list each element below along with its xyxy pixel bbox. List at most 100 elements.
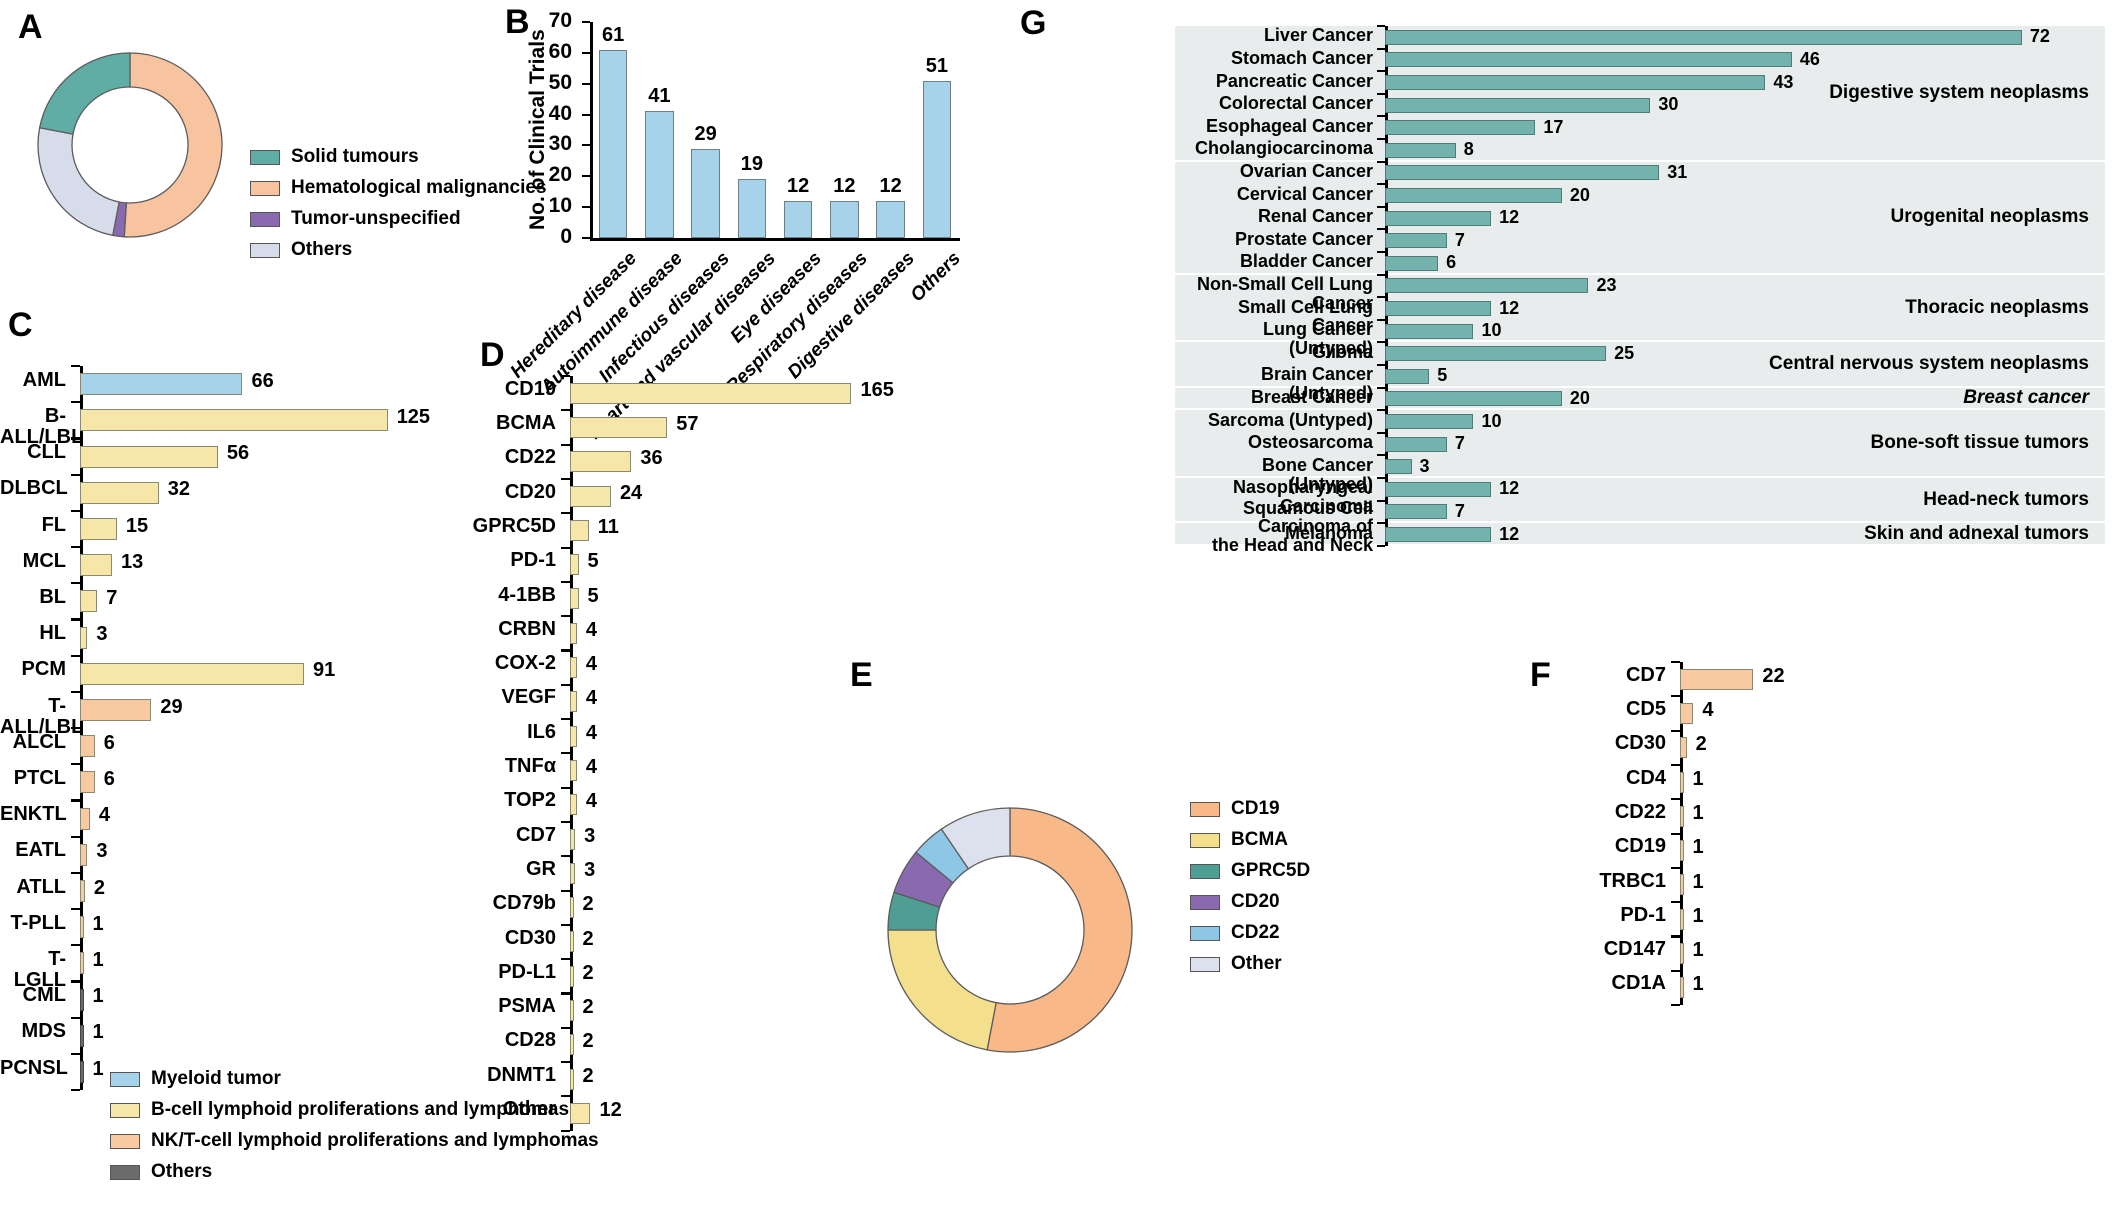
y-tick [1377,409,1385,412]
legend-swatch [1190,956,1220,972]
category-label: Squamous Cell Carcinoma of the Head and … [1211,497,1373,556]
y-tick [561,443,570,446]
y-tick-label: 60 [548,39,572,63]
legend-swatch [110,1071,140,1087]
y-tick [1671,798,1680,801]
y-tick-label: 30 [548,132,572,156]
bar [1385,278,1589,294]
y-tick [71,871,80,874]
category-label: Bladder Cancer [1239,251,1373,272]
legend-label: CD19 [1231,798,1280,819]
bar [1385,481,1492,497]
bar [570,382,852,404]
bar-value-label: 4 [585,756,597,779]
legend-label: NK/T-cell lymphoid proliferations and ly… [151,1130,599,1151]
y-tick [71,799,80,802]
y-tick [561,958,570,961]
bar-value-label: 4 [585,687,597,710]
bar [80,988,84,1011]
bar [1680,737,1687,759]
panel-e-label: E [850,656,873,694]
category-label: CD4 [1625,766,1666,789]
bar-value-label: 5 [587,550,599,573]
y-tick [1377,318,1385,321]
y-tick [1377,364,1385,366]
bar-value-label: 5 [587,584,599,607]
x-axis [590,238,960,241]
bar-value-label: 2 [93,876,106,899]
bar [1680,874,1684,896]
panel-a-donut-chart [0,0,260,260]
legend-swatch [1190,925,1220,941]
category-label: Nasopharyngeal Carcinoma [1232,477,1373,517]
bar-value-label: 1 [1692,767,1704,790]
bar [80,843,88,866]
legend-swatch [250,242,280,258]
legend-item: Solid tumours [250,146,547,168]
bar [570,794,577,816]
bar-value-label: 41 [648,85,671,108]
bar [1385,29,2022,45]
bar-value-label: 2 [582,927,594,950]
bar-value-label: 1 [1692,973,1704,996]
y-tick [71,1089,80,1092]
y-tick [1671,661,1680,664]
bar-value-label: 29 [694,122,717,145]
category-label: CD19 [504,377,556,400]
panel-a-label: A [18,8,43,46]
bar-value-label: 4 [1702,699,1714,722]
y-tick [71,365,80,368]
bar-value-label: 15 [125,514,149,537]
bar-value-label: 125 [396,405,431,428]
y-tick [582,144,590,147]
y-tick [582,237,590,239]
bar-value-label: 7 [1454,500,1465,521]
y-tick [561,889,570,892]
bar [1385,233,1447,249]
y-tick [561,683,570,686]
group-band-label: Thoracic neoplasms [1905,296,2089,318]
bar [80,735,95,758]
category-label: MDS [21,1020,66,1043]
bar [1680,702,1694,724]
y-tick [1377,160,1385,163]
bar [570,965,574,987]
bar [1385,323,1474,339]
bar-value-label: 2 [582,893,594,916]
bar-value-label: 17 [1543,116,1564,137]
category-label: Non-Small Cell Lung Cancer [1196,273,1373,313]
bar [598,49,628,238]
category-label: PD-1 [510,549,556,572]
y-tick [561,649,570,652]
bar [1385,210,1492,226]
legend-swatch [110,1164,140,1180]
donut-slice [887,929,997,1051]
bar-value-label: 72 [2029,26,2050,47]
y-tick [561,1129,570,1132]
bar-value-label: 3 [584,858,596,881]
y-tick [71,401,80,404]
y-tick [71,618,80,621]
bar-value-label: 165 [860,378,894,401]
bar-value-label: 1 [1692,870,1704,893]
bar [570,519,589,541]
legend-item: B-cell lymphoid proliferations and lymph… [110,1099,599,1121]
category-label: Glioma [1311,341,1373,362]
y-tick [561,1026,570,1029]
legend-label: GPRC5D [1231,860,1311,881]
bar [691,148,720,238]
category-label: PCM [21,658,66,681]
bar-value-label: 30 [1658,94,1679,115]
category-label: DNMT1 [487,1063,556,1086]
bar-value-label: 12 [879,174,902,197]
y-tick [561,855,570,858]
legend-item: CD19 [1190,798,1310,820]
y-tick [561,718,570,721]
bar-value-label: 8 [1463,139,1474,160]
bar [570,725,577,747]
category-label: Breast Cancer [1250,386,1373,407]
bar [1385,188,1562,203]
category-label: ATLL [16,875,66,898]
